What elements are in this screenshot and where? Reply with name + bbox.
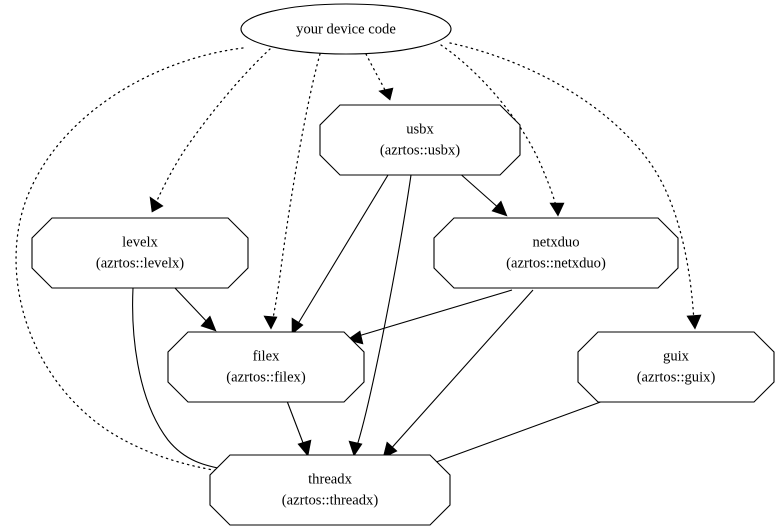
edge-your-device-code-to-guix <box>449 42 702 330</box>
edge-filex-to-threadx <box>286 400 312 457</box>
node-levelx[interactable]: levelx (azrtos::levelx) <box>31 217 249 289</box>
edge-guix-to-threadx <box>419 399 607 472</box>
your-device-code-label: your device code <box>296 21 396 37</box>
levelx-label-primary: levelx <box>122 234 158 250</box>
filex-label-namespace: (azrtos::filex) <box>226 369 306 385</box>
your-device-code-ellipse[interactable] <box>240 3 452 55</box>
edge-your-device-code-to-netxduo <box>440 44 565 217</box>
node-filex[interactable]: filex (azrtos::filex) <box>167 331 365 403</box>
usbx-label-namespace: (azrtos::usbx) <box>380 142 460 158</box>
edge-usbx-to-netxduo <box>456 170 508 217</box>
usbx-octagon[interactable] <box>319 104 521 176</box>
edge-your-device-code-to-usbx <box>365 53 394 101</box>
node-threadx[interactable]: threadx (azrtos::threadx) <box>209 454 451 526</box>
threadx-label-namespace: (azrtos::threadx) <box>282 492 379 508</box>
node-layer: your device code usbx (azrtos::usbx) lev… <box>31 3 775 526</box>
threadx-octagon[interactable] <box>209 454 451 526</box>
edge-your-device-code-to-levelx <box>149 48 271 213</box>
levelx-label-namespace: (azrtos::levelx) <box>96 255 184 271</box>
node-usbx[interactable]: usbx (azrtos::usbx) <box>319 104 521 176</box>
edge-usbx-to-filex <box>291 174 389 335</box>
usbx-label-primary: usbx <box>406 121 434 137</box>
guix-label-primary: guix <box>663 348 690 364</box>
levelx-octagon[interactable] <box>31 217 249 289</box>
netxduo-label-namespace: (azrtos::netxduo) <box>506 255 606 271</box>
netxduo-octagon[interactable] <box>433 217 679 289</box>
edge-levelx-to-filex <box>173 286 217 332</box>
threadx-label-primary: threadx <box>308 471 352 487</box>
node-netxduo[interactable]: netxduo (azrtos::netxduo) <box>433 217 679 289</box>
guix-octagon[interactable] <box>577 331 775 403</box>
node-your-device-code[interactable]: your device code <box>240 3 452 55</box>
edge-netxduo-to-filex <box>346 289 513 345</box>
edge-usbx-to-threadx <box>348 174 412 457</box>
filex-label-primary: filex <box>253 348 280 364</box>
edge-netxduo-to-threadx <box>382 289 534 459</box>
node-guix[interactable]: guix (azrtos::guix) <box>577 331 775 403</box>
netxduo-label-primary: netxduo <box>532 234 579 250</box>
edge-layer <box>15 42 702 479</box>
edge-your-device-code-to-filex <box>263 53 321 330</box>
filex-octagon[interactable] <box>167 331 365 403</box>
guix-label-namespace: (azrtos::guix) <box>637 369 716 385</box>
